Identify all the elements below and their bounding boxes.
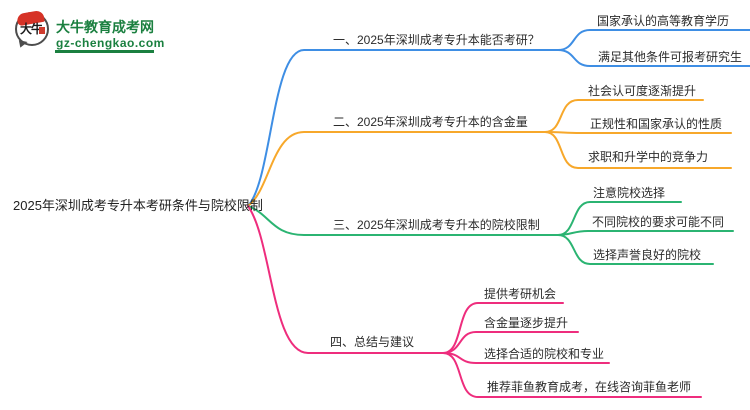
branch-4-link: [247, 205, 444, 354]
brand-bubble-tail: [17, 40, 28, 49]
branch-4-child-1-link: [442, 302, 564, 354]
branch-4-child-4-label[interactable]: 推荐菲鱼教育成考，在线咨询菲鱼老师: [487, 380, 692, 394]
branch-4-child-1-label[interactable]: 提供考研机会: [484, 287, 557, 301]
branch-3-child-2-label[interactable]: 不同院校的要求可能不同: [592, 215, 725, 229]
branch-2-child-3-label[interactable]: 求职和升学中的竞争力: [588, 150, 709, 164]
brand-logo: 大牛 大牛教育成考网 gz-chengkao.com: [15, 9, 165, 56]
brand-bubble-icon: 大牛: [15, 9, 49, 46]
branch-2-child-3-link: [544, 131, 732, 169]
branch-3-link: [247, 205, 559, 236]
branch-2-child-1-link: [544, 99, 704, 133]
root-node-label[interactable]: 2025年深圳成考专升本考研条件与院校限制: [13, 198, 263, 213]
brand-name: 大牛教育成考网: [56, 19, 154, 35]
branch-1-child-2-link: [557, 49, 750, 67]
branch-1-child-2-label[interactable]: 满足其他条件可报考研究生: [598, 50, 743, 64]
branch-3-child-3-link: [557, 234, 714, 265]
branch-3-child-3-label[interactable]: 选择声誉良好的院校: [593, 248, 702, 262]
brand-seal-icon: [39, 27, 45, 34]
branch-3-child-2-link: [557, 230, 734, 236]
brand-icon-text: 大牛: [20, 22, 43, 36]
branch-1-child-1-link: [557, 29, 750, 51]
branch-2-child-2-label[interactable]: 正规性和国家承认的性质: [590, 117, 723, 131]
branch-1-label[interactable]: 一、2025年深圳成考专升本能否考研？: [333, 33, 540, 47]
branch-2-child-2-link: [544, 131, 732, 134]
brand-underline: [55, 50, 154, 53]
branch-1-child-1-label[interactable]: 国家承认的高等教育学历: [597, 14, 730, 28]
branch-1-link: [247, 49, 559, 207]
branch-4-child-4-link: [442, 352, 702, 398]
branch-3-label[interactable]: 三、2025年深圳成考专升本的院校限制: [333, 218, 540, 232]
branch-4-child-2-label[interactable]: 含金量逐步提升: [484, 316, 569, 330]
branch-4-child-2-link: [442, 331, 579, 354]
branch-2-child-1-label[interactable]: 社会认可度逐渐提升: [588, 84, 697, 98]
brand-domain: gz-chengkao.com: [56, 36, 165, 50]
branch-2-label[interactable]: 二、2025年深圳成考专升本的含金量: [333, 115, 528, 129]
branch-3-child-1-label[interactable]: 注意院校选择: [593, 186, 666, 200]
branch-4-label[interactable]: 四、总结与建议: [330, 335, 415, 349]
branch-2-link: [247, 131, 546, 207]
branch-4-child-3-label[interactable]: 选择合适的院校和专业: [484, 347, 605, 361]
